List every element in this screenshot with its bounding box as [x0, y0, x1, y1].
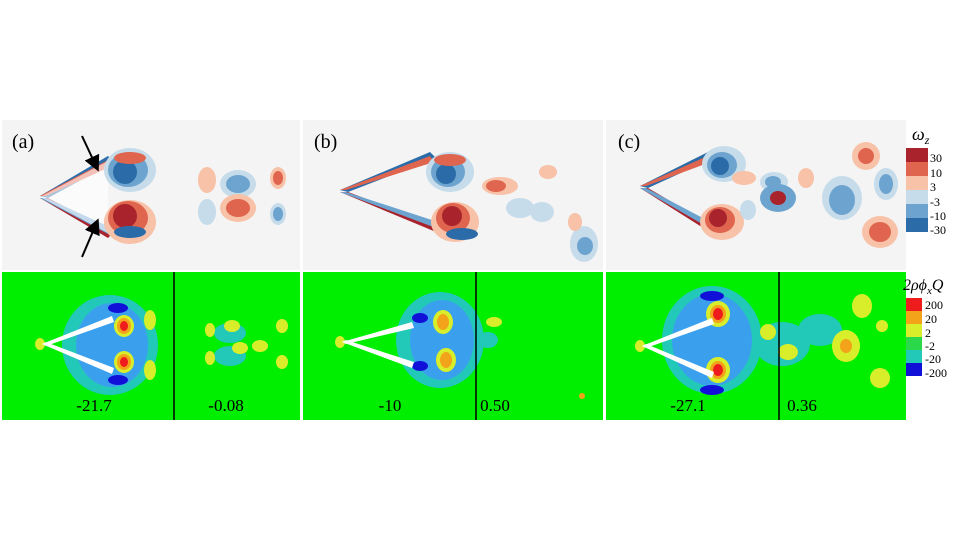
vorticity-level-1: 10 [930, 166, 942, 180]
upper-arrow [81, 135, 100, 172]
vorticity-swatch-5 [906, 218, 928, 232]
source-level-1: 20 [925, 312, 937, 326]
panel-b-vorticity-field [340, 152, 598, 262]
source-level-2: 2 [925, 326, 931, 340]
panel-c-vorticity-field [640, 142, 898, 248]
panel-a-right-value: -0.08 [208, 396, 243, 415]
vorticity-level-2: 3 [930, 180, 936, 194]
vorticity-swatch-1 [906, 162, 928, 176]
source-level-0: 200 [925, 298, 943, 312]
source-level-5: -200 [925, 366, 947, 380]
vorticity-legend-title: ωz [912, 124, 930, 147]
panel-a-source-field [35, 295, 288, 395]
source-swatch-3 [906, 337, 922, 350]
panel-b-label: (b) [314, 131, 337, 153]
panel-a-label: (a) [12, 131, 34, 153]
panel-c-right-value: 0.36 [787, 396, 817, 415]
source-swatch-2 [906, 324, 922, 337]
source-level-4: -20 [925, 352, 941, 366]
vorticity-swatch-2 [906, 176, 928, 190]
source-swatch-0 [906, 298, 922, 311]
vorticity-level-3: -3 [930, 195, 940, 209]
source-legend: 2ρϕxQ 200 20 2 -2 -20 -200 [903, 277, 947, 380]
panel-c-left-value: -27.1 [670, 396, 705, 415]
vorticity-legend: ωz 30 10 3 -3 -10 -30 [906, 124, 946, 237]
panel-b-source-field [335, 292, 585, 399]
source-swatch-5 [906, 363, 922, 376]
source-swatch-1 [906, 311, 922, 324]
vorticity-level-0: 30 [930, 151, 942, 165]
source-level-3: -2 [925, 339, 935, 353]
panel-a-vorticity-field [40, 135, 286, 258]
vorticity-swatch-3 [906, 190, 928, 204]
vorticity-level-4: -10 [930, 209, 946, 223]
lower-arrow [81, 218, 100, 258]
panel-b-right-value: 0.50 [480, 396, 510, 415]
vorticity-level-5: -30 [930, 223, 946, 237]
vorticity-swatch-0 [906, 148, 928, 162]
vorticity-swatch-4 [906, 204, 928, 218]
source-legend-title: 2ρϕxQ [903, 277, 944, 297]
panel-b-left-value: -10 [379, 396, 402, 415]
panel-c-source-field [635, 286, 890, 395]
source-swatch-4 [906, 350, 922, 363]
panel-a-left-value: -21.7 [76, 396, 112, 415]
panel-c-label: (c) [618, 131, 640, 153]
